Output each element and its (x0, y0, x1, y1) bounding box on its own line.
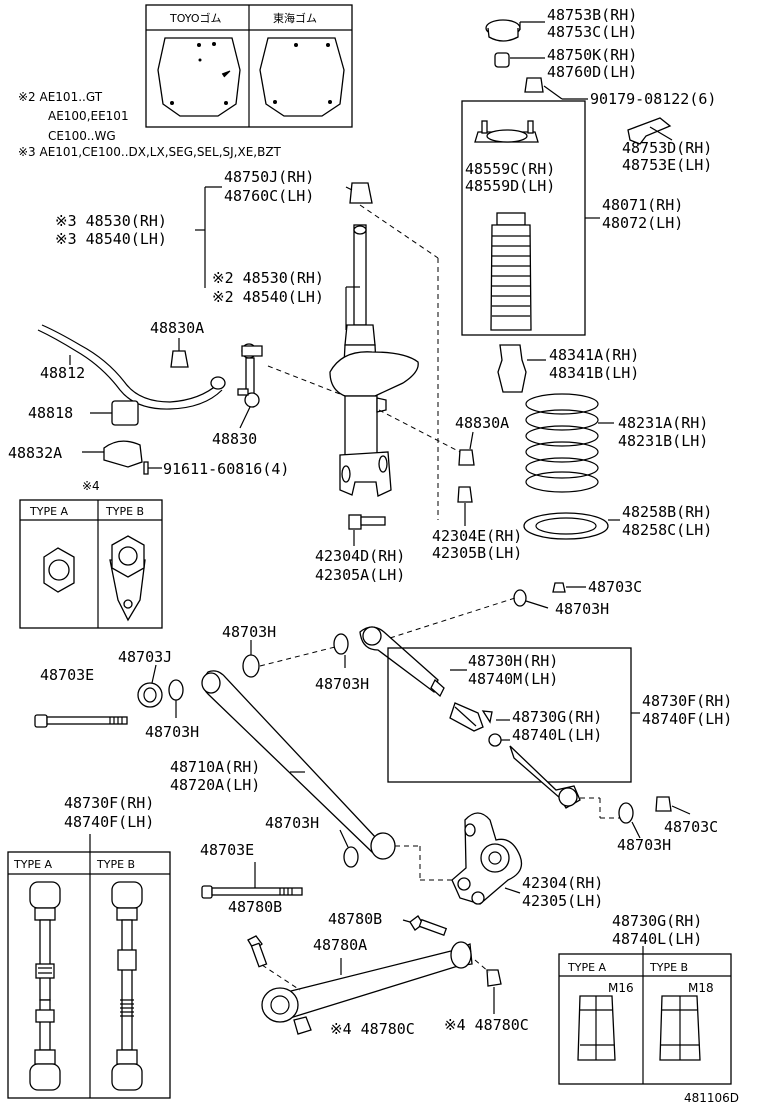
part-48703H-2: 48703H (222, 623, 276, 641)
part-48832A: 48832A (8, 444, 62, 462)
part-48780B-1: 48780B (228, 898, 282, 916)
part-48753E: 48753E(LH) (622, 156, 712, 174)
part-48818: 48818 (28, 404, 73, 422)
note-2-line3: CE100..WG (48, 129, 116, 143)
nut-type-a-label: TYPE A (29, 505, 69, 518)
part-48703H-5: 48703H (265, 814, 319, 832)
part-48780C-1: ※4 48780C (330, 1020, 415, 1038)
part-48703H-1: 48703H (555, 600, 609, 618)
part-48812: 48812 (40, 364, 85, 382)
part-48740F-1: 48740F(LH) (642, 710, 732, 728)
arm-type-inset (7, 834, 171, 1099)
part-48740L-2: 48740L(LH) (612, 930, 702, 948)
part-48530-2: ※2 48530(RH) (212, 269, 324, 287)
part-42304D: 42304D(RH) (315, 547, 405, 565)
note-3: ※3 AE101,CE100..DX,LX,SEG,SEL,SJ,XE,BZT (18, 145, 282, 159)
m-nut-type-a-label: TYPE A (567, 961, 607, 974)
part-48780A: 48780A (313, 936, 367, 954)
drawing-number: 481106D (684, 1091, 739, 1105)
part-48760D: 48760D(LH) (547, 63, 637, 81)
part-48740L-1: 48740L(LH) (512, 726, 602, 744)
m18-label: M18 (688, 981, 714, 995)
part-48730F-1: 48730F(RH) (642, 692, 732, 710)
part-48703E-1: 48703E (40, 666, 94, 684)
part-labels: 48753B(RH) 48753C(LH) 48750K(RH) 48760D(… (8, 6, 732, 1038)
part-42305B: 42305B(LH) (432, 544, 522, 562)
part-48740M: 48740M(LH) (468, 670, 558, 688)
arm-type-b-label: TYPE B (96, 858, 135, 871)
part-48540-3: ※3 48540(LH) (55, 230, 167, 248)
part-42305: 42305(LH) (522, 892, 603, 910)
part-48753B: 48753B(RH) (547, 6, 637, 24)
inset-label-toyo: TOYOゴム (169, 11, 222, 25)
part-48071: 48071(RH) (602, 196, 683, 214)
part-48753C: 48753C(LH) (547, 23, 637, 41)
part-48530-3: ※3 48530(RH) (55, 212, 167, 230)
part-48703C-2: 48703C (664, 818, 718, 836)
part-48740F-2: 48740F(LH) (64, 813, 154, 831)
part-48258C: 48258C(LH) (622, 521, 712, 539)
coil-spring (525, 393, 614, 493)
inset-label-tokai: 東海ゴム (273, 11, 317, 25)
part-48559D: 48559D(LH) (465, 177, 555, 195)
part-48540-2: ※2 48540(LH) (212, 288, 324, 306)
part-48730H: 48730H(RH) (468, 652, 558, 670)
part-48703E-2: 48703E (200, 841, 254, 859)
part-48750J: 48750J(RH) (224, 168, 314, 186)
part-48730F-2: 48730F(RH) (64, 794, 154, 812)
rubber-type-inset: TOYOゴム 東海ゴム (145, 4, 353, 128)
part-48830A-2: 48830A (455, 414, 509, 432)
part-48830: 48830 (212, 430, 257, 448)
part-48750K: 48750K(RH) (547, 46, 637, 64)
part-48231A: 48231A(RH) (618, 414, 708, 432)
note-2-line1: ※2 AE101..GT (18, 90, 103, 104)
m16-label: M16 (608, 981, 634, 995)
part-48703H-6: 48703H (617, 836, 671, 854)
part-48710A: 48710A(RH) (170, 758, 260, 776)
part-48760C: 48760C(LH) (224, 187, 314, 205)
part-91611: 91611-60816(4) (163, 460, 289, 478)
part-42305A: 42305A(LH) (315, 566, 405, 584)
part-48703C-1: 48703C (588, 578, 642, 596)
part-48341B: 48341B(LH) (549, 364, 639, 382)
part-48258B: 48258B(RH) (622, 503, 712, 521)
part-48730G-2: 48730G(RH) (612, 912, 702, 930)
part-48703H-3: 48703H (315, 675, 369, 693)
part-42304: 42304(RH) (522, 874, 603, 892)
part-48559C: 48559C(RH) (465, 160, 555, 178)
part-90179: 90179-08122(6) (590, 90, 716, 108)
m-nut-type-b-label: TYPE B (649, 961, 688, 974)
part-48231B: 48231B(LH) (618, 432, 708, 450)
arm-type-a-label: TYPE A (13, 858, 53, 871)
part-48730G-1: 48730G(RH) (512, 708, 602, 726)
note-2-line2: AE100,EE101 (48, 109, 129, 123)
part-48780C-2: ※4 48780C (444, 1016, 529, 1034)
part-48720A: 48720A(LH) (170, 776, 260, 794)
part-48703H-4: 48703H (145, 723, 199, 741)
part-42304E: 42304E(RH) (432, 527, 522, 545)
part-48780B-2: 48780B (328, 910, 382, 928)
part-48753D: 48753D(RH) (622, 139, 712, 157)
part-48830A-1: 48830A (150, 319, 204, 337)
part-48072: 48072(LH) (602, 214, 683, 232)
note-4-mark: ※4 (82, 479, 100, 493)
part-48341A: 48341A(RH) (549, 346, 639, 364)
part-48703J: 48703J (118, 648, 172, 666)
nut-type-b-label: TYPE B (105, 505, 144, 518)
nut-type-inset (19, 499, 163, 629)
m-nut-type-inset (558, 946, 732, 1085)
